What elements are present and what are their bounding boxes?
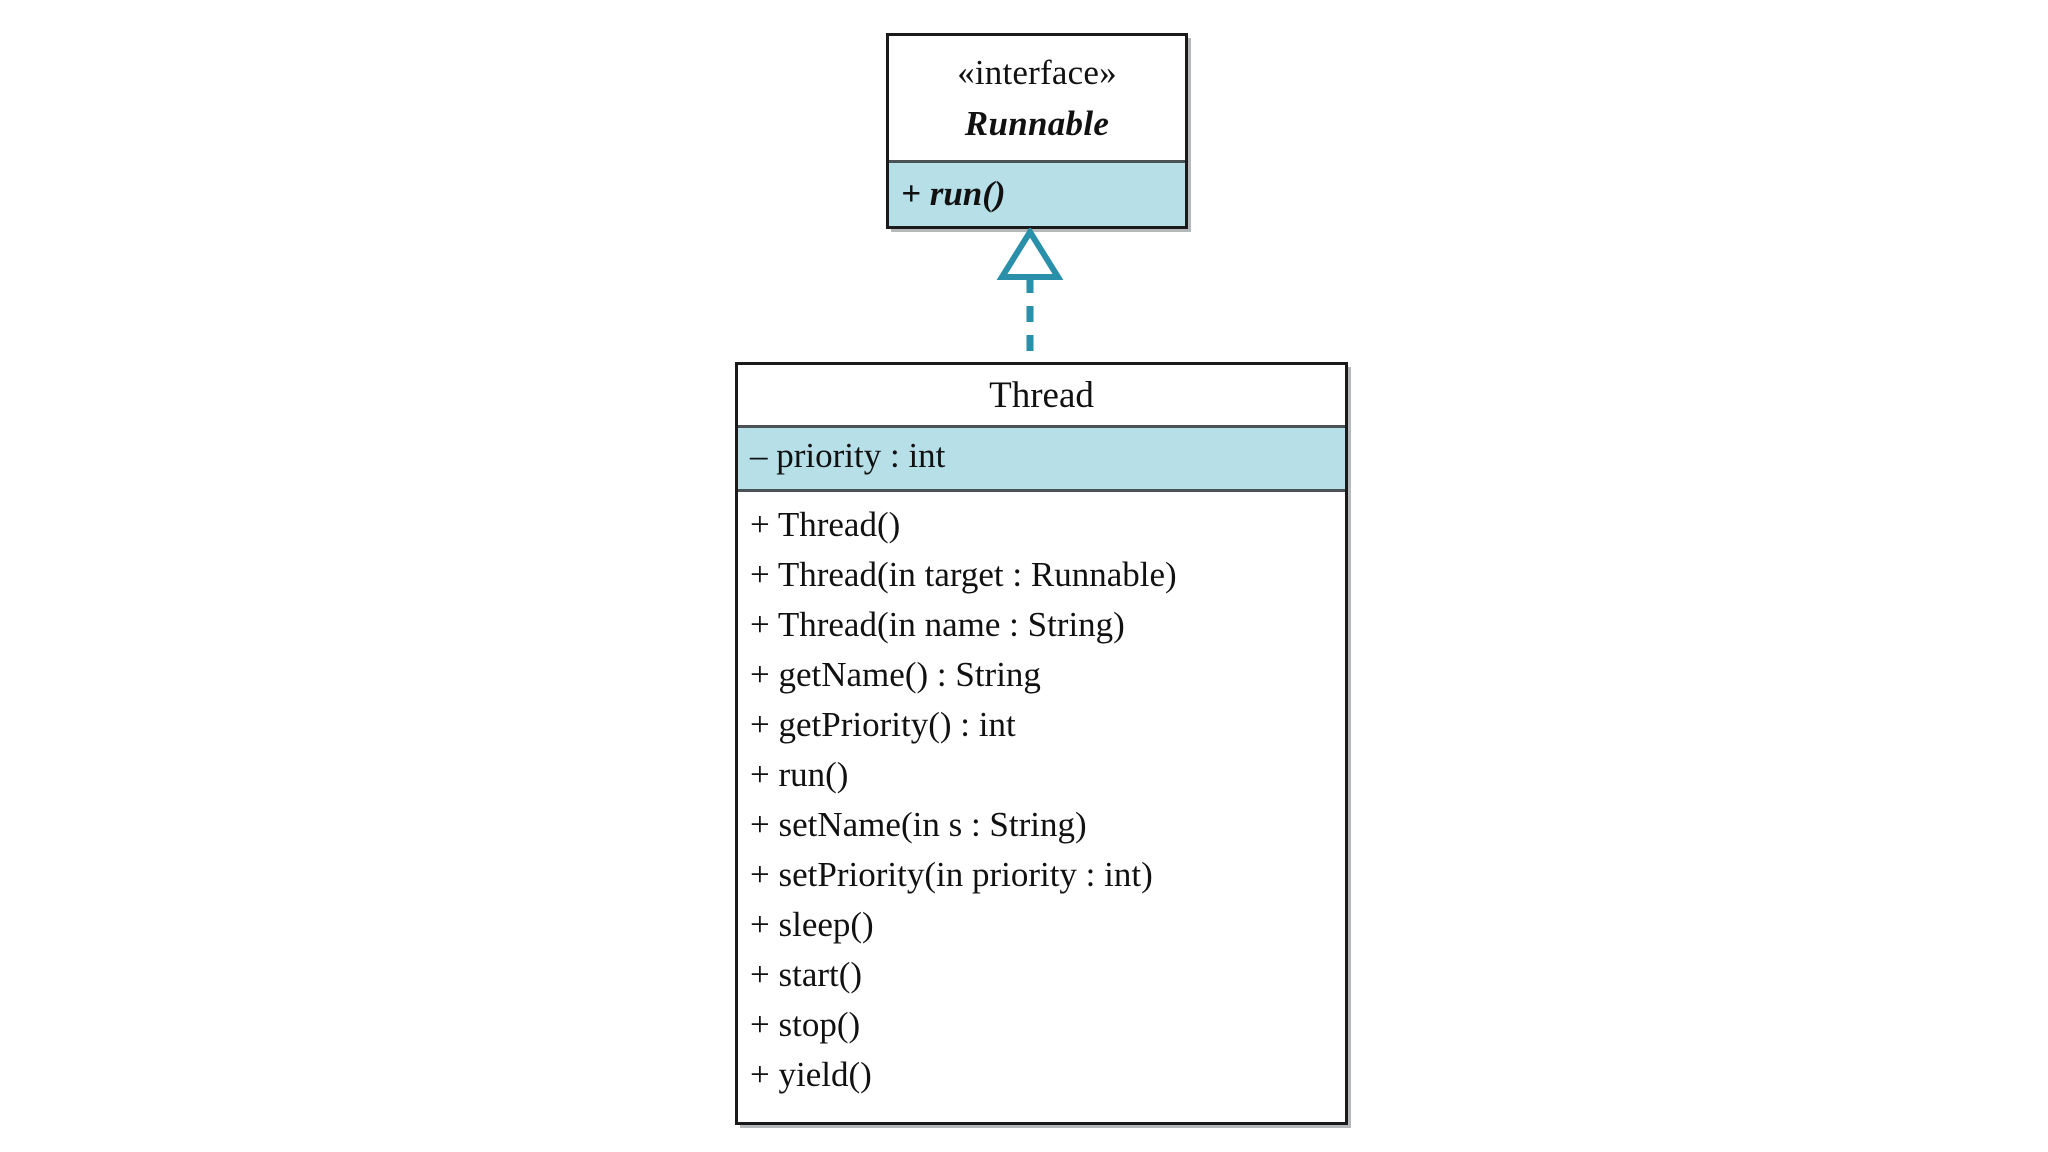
operation-item: + Thread(in name : String) bbox=[750, 605, 1125, 644]
class-name-label: Thread bbox=[989, 375, 1094, 416]
operation-item: + run() bbox=[750, 755, 849, 794]
operation-item: + Thread(in target : Runnable) bbox=[750, 555, 1177, 594]
class-thread-box[interactable]: Thread – priority : int + Thread() + Thr… bbox=[735, 362, 1348, 1125]
operation-item: + setPriority(in priority : int) bbox=[750, 855, 1153, 894]
interface-name-compartment: «interface» Runnable bbox=[889, 36, 1185, 160]
class-name-compartment: Thread bbox=[738, 365, 1345, 425]
interface-name-label: Runnable bbox=[964, 104, 1110, 143]
class-operations-compartment: + Thread() + Thread(in target : Runnable… bbox=[738, 489, 1345, 1100]
operation-item: + stop() bbox=[750, 1005, 861, 1044]
operation-item: + getPriority() : int bbox=[750, 705, 1016, 744]
hollow-triangle-arrowhead bbox=[996, 226, 1064, 280]
operation-item: + yield() bbox=[750, 1055, 872, 1094]
interface-runnable-box[interactable]: «interface» Runnable + run() bbox=[886, 33, 1188, 229]
interface-operations-compartment: + run() bbox=[889, 160, 1185, 226]
realization-relationship bbox=[996, 226, 1066, 364]
operation-item: + start() bbox=[750, 955, 863, 994]
operation-item: + setName(in s : String) bbox=[750, 805, 1087, 844]
class-attributes-compartment: – priority : int bbox=[738, 425, 1345, 489]
operation-item: + getName() : String bbox=[750, 655, 1041, 694]
interface-operation-run: + run() bbox=[901, 174, 1006, 213]
attribute-priority: – priority : int bbox=[750, 436, 946, 475]
operation-item: + sleep() bbox=[750, 905, 874, 944]
operation-item: + Thread() bbox=[750, 505, 901, 544]
interface-stereotype-label: «interface» bbox=[957, 53, 1117, 92]
